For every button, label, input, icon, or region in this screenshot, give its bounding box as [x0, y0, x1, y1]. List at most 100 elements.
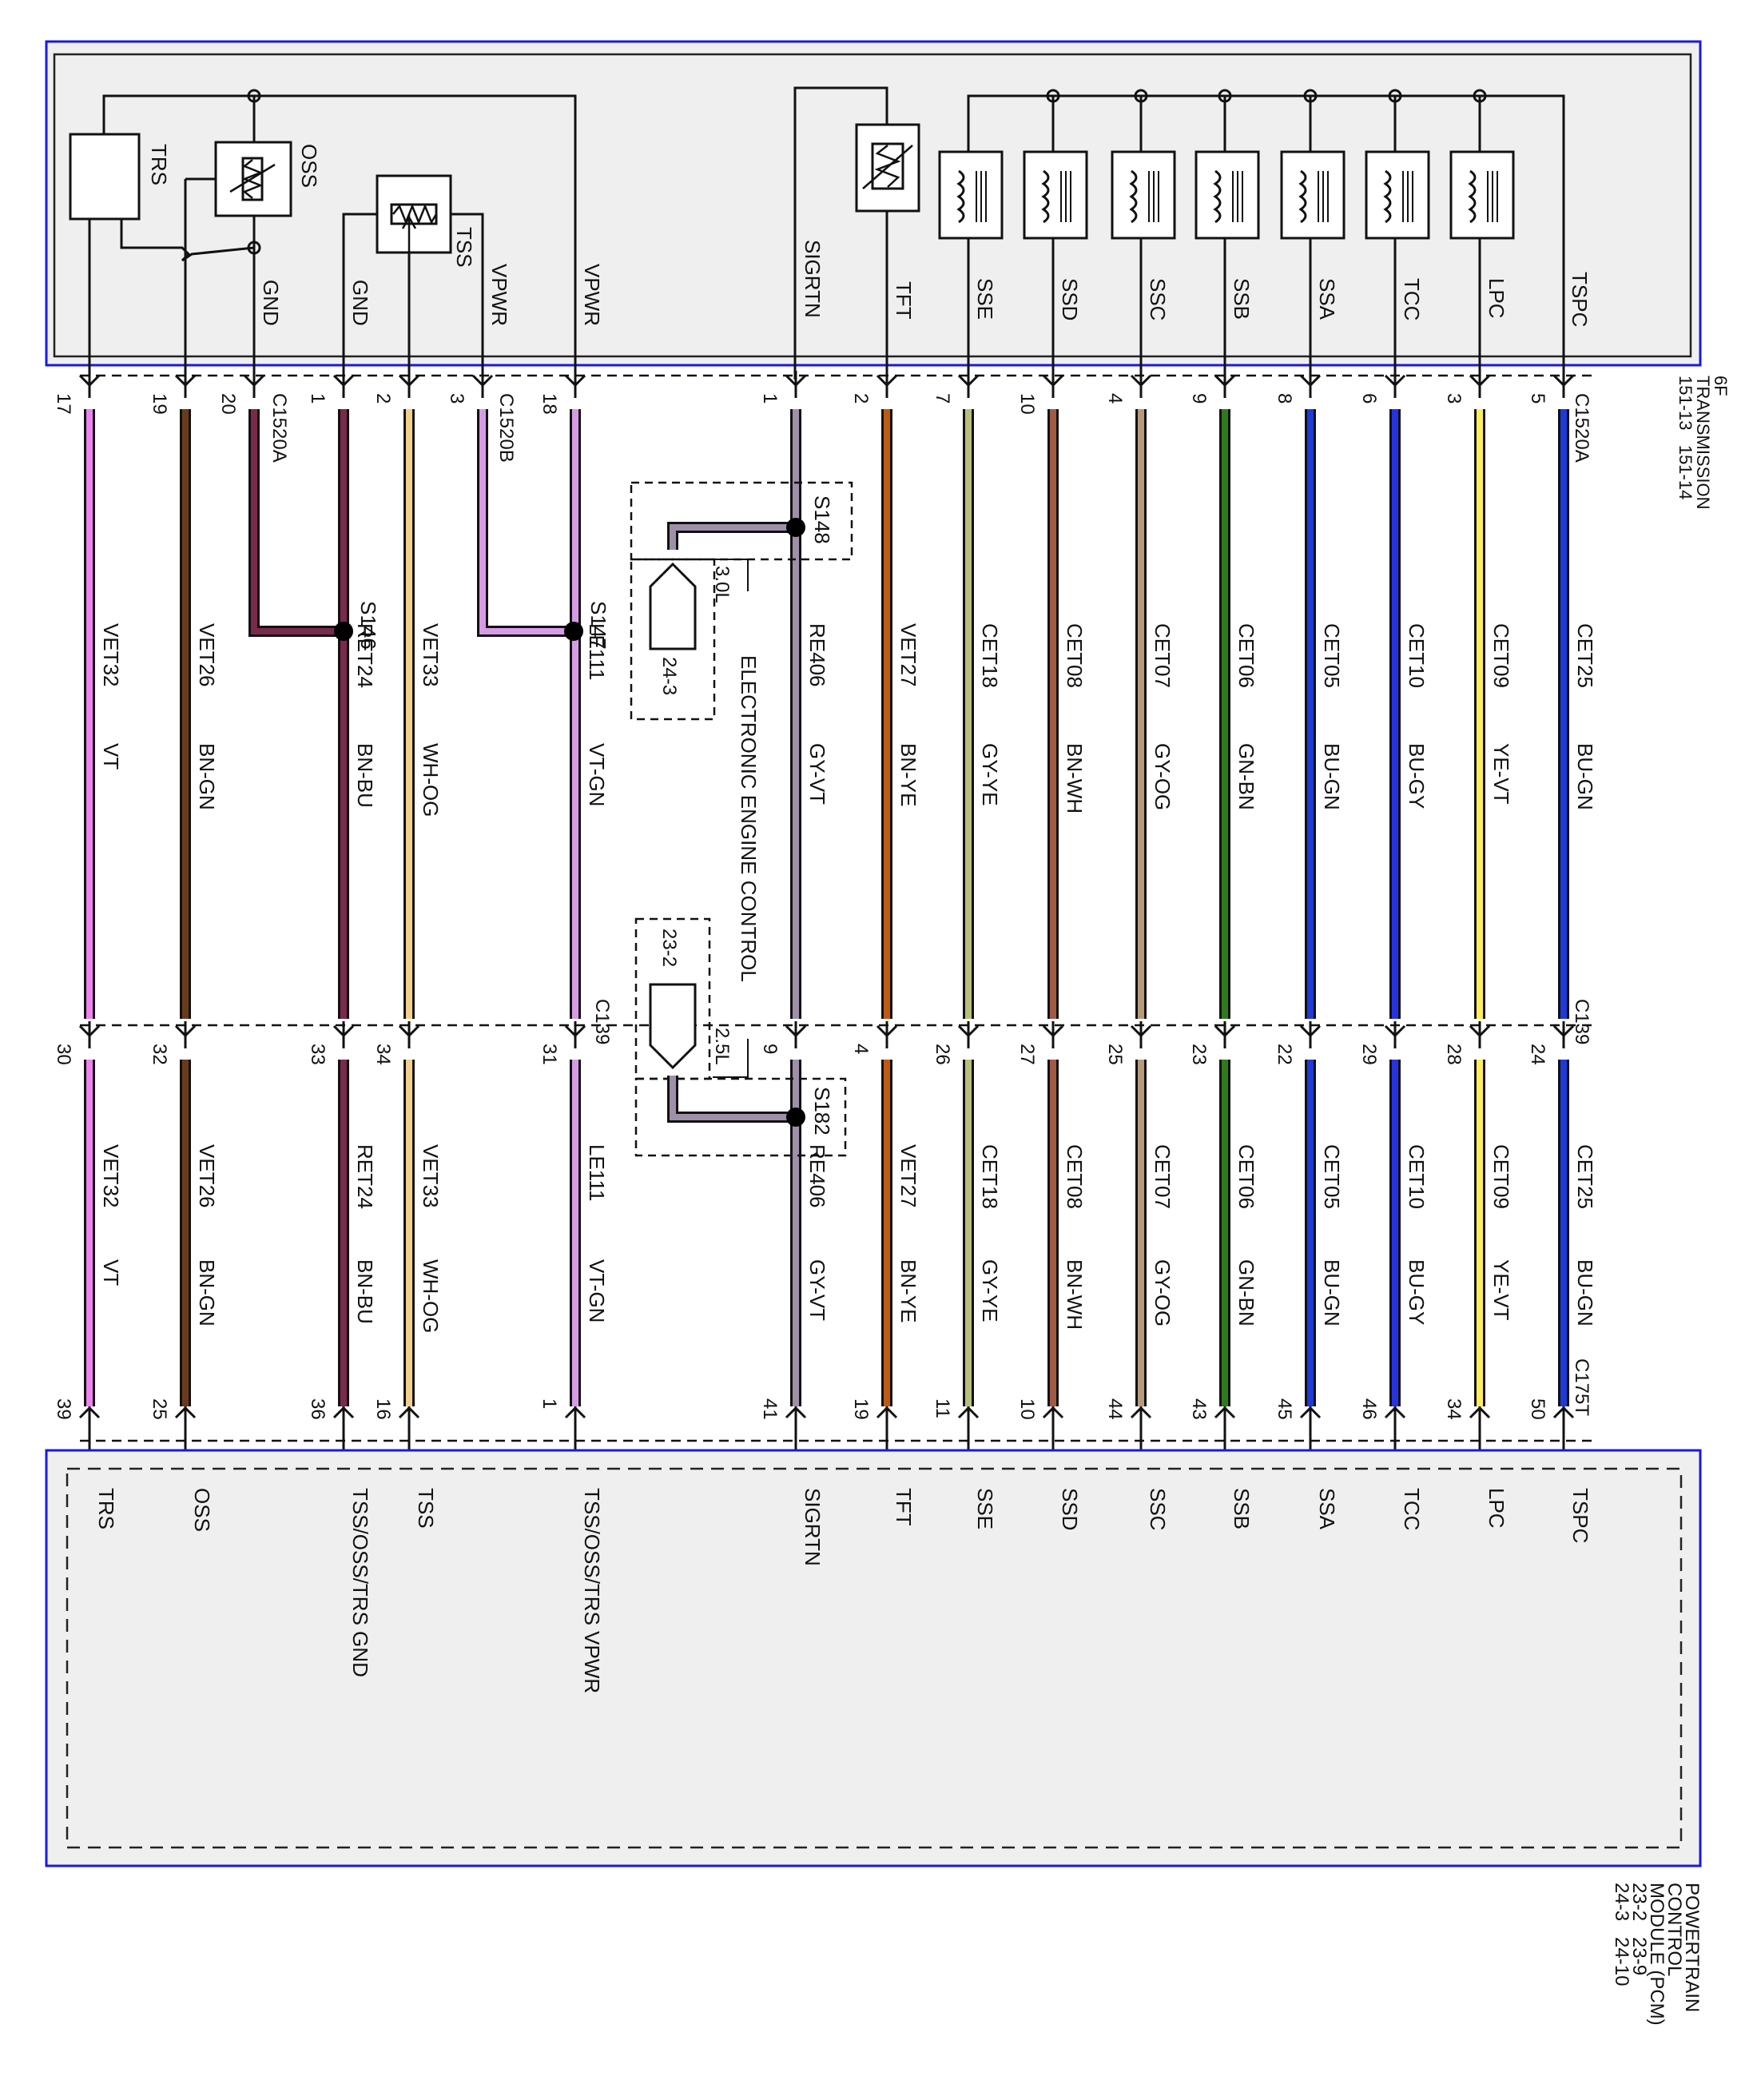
pin-bottom: 46 — [1358, 1398, 1380, 1420]
connector-c175t: C175T — [1571, 1358, 1592, 1416]
wire-circuit-label: CET09 — [1489, 623, 1513, 688]
solenoid-box — [1280, 150, 1346, 240]
splice-s146-wire-outline — [248, 409, 342, 637]
s148-branch — [670, 524, 796, 550]
ref-23-2-connector — [649, 983, 697, 1070]
tft-zigzag — [874, 145, 901, 188]
wire-circuit-label: VET32 — [99, 1144, 123, 1208]
pin-mid: 9 — [759, 1044, 781, 1054]
pcm-signal-label: OSS — [190, 1488, 214, 1532]
wire-color-label: BN-GN — [195, 743, 219, 810]
wire-circuit-label: CET10 — [1405, 623, 1429, 688]
wire-circuit-label: VET27 — [896, 623, 920, 687]
pcm-signal-label: SSB — [1230, 1488, 1254, 1529]
splice-s182-label: S182 — [810, 1087, 834, 1136]
wire-color-label: GN-BN — [1234, 743, 1258, 810]
pin-mid: 31 — [539, 1044, 560, 1065]
pcm-signal-label: SSE — [973, 1488, 997, 1529]
pin-top: 5 — [1527, 393, 1548, 404]
pcm-signal-label: TSS/OSS/TRS GND — [348, 1488, 372, 1677]
pcm-signal-label: SSC — [1146, 1488, 1170, 1530]
pin-mid: 28 — [1443, 1044, 1465, 1065]
wire-color-label: VT — [99, 743, 123, 770]
s182-branch-outline — [667, 1076, 796, 1123]
pcm-signal-label: TSS/OSS/TRS VPWR — [580, 1488, 604, 1693]
s182-branch — [670, 1076, 796, 1120]
wire-color-label: YE-VT — [1489, 1259, 1513, 1321]
pin-bottom: 1 — [539, 1398, 560, 1409]
transmission-title-2: TRANSMISSION — [1693, 376, 1713, 509]
wire-circuit-label: CET08 — [1063, 1144, 1087, 1209]
pcm-signal-label: TFT — [892, 1488, 916, 1526]
tss-label: TSS — [452, 227, 476, 268]
pin-mid: 25 — [1104, 1044, 1126, 1065]
splice-s146-label: S146 — [356, 601, 380, 650]
wire-color-label: BN-WH — [1063, 1259, 1087, 1330]
pin-bottom: 50 — [1527, 1398, 1548, 1420]
wire-circuit-label: CET07 — [1151, 1144, 1175, 1209]
wire-circuit-label: VET33 — [419, 623, 443, 687]
variant-2-5l-bracket — [713, 1039, 749, 1078]
signal-label-lpc: LPC — [1485, 278, 1508, 319]
ref-23-2-label: 23-2 — [658, 929, 680, 967]
splice-s146-dot — [334, 622, 353, 641]
wire-color-label: BU-GN — [1573, 1259, 1597, 1326]
solenoid-box — [1365, 150, 1430, 240]
node-dot — [247, 89, 261, 103]
wire-circuit-label: VET26 — [195, 623, 219, 687]
pin-bottom: 43 — [1188, 1398, 1210, 1420]
variant-3-0l: 3.0L — [711, 566, 733, 603]
signal-label-tspc: TSPC — [1568, 272, 1592, 327]
wire-circuit-label: RE406 — [805, 1144, 829, 1208]
wire-circuit-label: CET25 — [1573, 623, 1597, 688]
node-dot — [247, 241, 261, 255]
wire-circuit-label: CET25 — [1573, 1144, 1597, 1209]
pcm-signal-label: SSD — [1058, 1488, 1082, 1530]
pcm-title-2: CONTROL — [1664, 1883, 1685, 1976]
wire-color-label: BN-GN — [195, 1259, 219, 1326]
solenoid-coil-icon — [1468, 169, 1477, 224]
pin-top: 1 — [759, 393, 781, 404]
pcm-title-1: POWERTRAIN — [1681, 1883, 1703, 2012]
pin-mid: 23 — [1188, 1044, 1210, 1065]
pin-mid: 29 — [1358, 1044, 1380, 1065]
wire-circuit-label: CET06 — [1234, 623, 1258, 688]
wire-color-label: VT — [99, 1259, 123, 1286]
wire-color-label: BN-BU — [353, 1259, 377, 1324]
wire-circuit-label: CET05 — [1320, 1144, 1344, 1209]
solenoid-box — [1111, 150, 1176, 240]
pin-bottom: 16 — [372, 1398, 394, 1420]
pin-bottom: 39 — [53, 1398, 74, 1420]
signal-label-ssc: SSC — [1146, 278, 1170, 320]
wire-color-label: BU-GY — [1405, 743, 1429, 809]
wire-circuit-label: CET08 — [1063, 623, 1087, 688]
wire-circuit-label: RET24 — [353, 1144, 377, 1209]
wire-color-label: BN-YE — [896, 743, 920, 806]
pin-bottom: 10 — [1016, 1398, 1038, 1420]
s148-branch-outline — [667, 522, 796, 550]
signal-label-vpwr: VPWR — [487, 264, 511, 326]
pin-bottom: 19 — [850, 1398, 872, 1420]
wire-circuit-label: LE111 — [585, 1144, 609, 1201]
pcm-signal-label: SSA — [1315, 1488, 1339, 1530]
pin-mid: 33 — [307, 1044, 328, 1065]
pin-top: 19 — [149, 393, 170, 415]
tss-gnd — [342, 213, 377, 380]
connector-c1520b: C1520B — [495, 393, 517, 463]
wire-circuit-label: CET05 — [1320, 623, 1344, 688]
trs-label: TRS — [147, 144, 171, 185]
trs-gnd-jumper — [120, 219, 255, 262]
wire-circuit-label: VET32 — [99, 623, 123, 687]
tft-arrow — [862, 145, 913, 189]
pin-top: 2 — [850, 393, 872, 404]
wire-color-label: GY-VT — [805, 1259, 829, 1321]
trs-sensor — [69, 133, 141, 221]
transmission-title-3: 151-13 151-14 — [1675, 376, 1695, 499]
wire-circuit-label: CET10 — [1405, 1144, 1429, 1209]
pin-bottom: 41 — [759, 1398, 781, 1420]
pin-top: 3 — [1443, 393, 1465, 404]
tss-vpwr — [451, 213, 484, 380]
wire-color-label: BN-BU — [353, 743, 377, 808]
wire-circuit-label: VET26 — [195, 1144, 219, 1208]
